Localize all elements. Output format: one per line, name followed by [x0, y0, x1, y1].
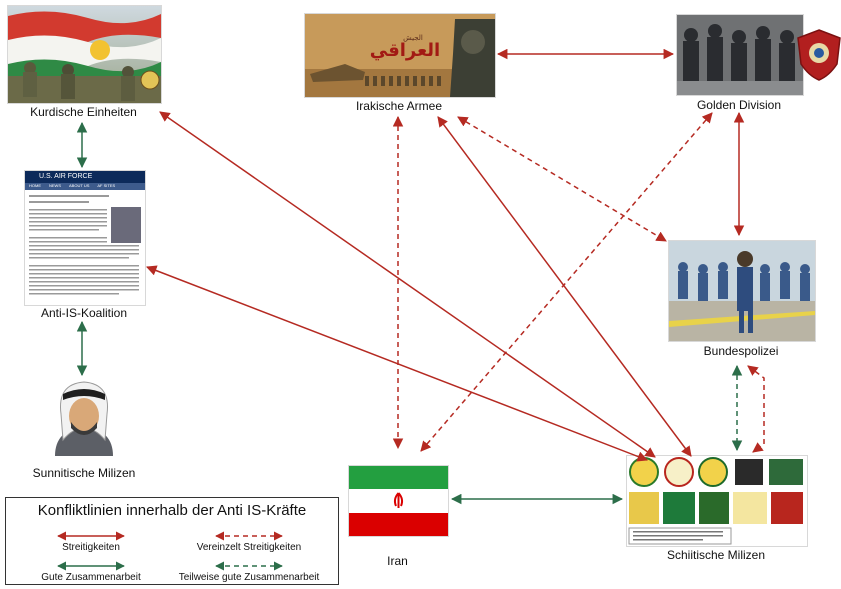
portrait-photo	[111, 207, 141, 243]
iraqi-army-image: الجيش العراقي	[304, 13, 496, 98]
legend-title: Konfliktlinien innerhalb der Anti IS-Krä…	[37, 502, 307, 519]
golden-division-image	[676, 14, 804, 96]
web-nav-item: ABOUT US	[69, 183, 90, 188]
arrow-army-shia	[437, 116, 692, 457]
legend-label-conflict: Streitigkeiten	[62, 542, 120, 553]
legend-swatches	[57, 531, 283, 571]
legend-label-occasional-conflict: Vereinzelt Streitigkeiten	[196, 542, 302, 553]
legend-label-partial-cooperation: Teilweise gute Zusammenarbeit	[178, 572, 320, 583]
sunni-militia-image	[43, 378, 125, 458]
legend-box: Konfliktlinien innerhalb der Anti IS-Krä…	[5, 497, 339, 585]
shia-militias-image	[626, 455, 808, 547]
militia-emblems-grid	[628, 457, 803, 545]
air-force-header: U.S. AIR FORCE	[39, 173, 93, 180]
web-nav-item: HOME	[29, 183, 41, 188]
air-force-nav: HOME NEWS ABOUT US AF SITES	[29, 183, 115, 188]
web-nav-item: NEWS	[49, 183, 61, 188]
arrow-army-federal	[457, 116, 667, 242]
army-banner-small-text: الجيش	[403, 34, 423, 42]
sunni-militia-label: Sunnitische Milizen	[32, 466, 136, 480]
arrow-kurdish-shia	[159, 111, 656, 458]
kurdish-flag-soldiers-illustration	[8, 6, 161, 103]
anti-is-coalition-image: U.S. AIR FORCE HOME NEWS ABOUT US AF SIT…	[24, 170, 146, 306]
iran-flag-icon	[349, 466, 448, 536]
shield-icon	[797, 29, 841, 81]
iraqi-army-label: Irakische Armee	[355, 99, 443, 113]
federal-police-label: Bundespolizei	[703, 344, 779, 358]
legend-label-cooperation: Gute Zusammenarbeit	[41, 572, 141, 583]
iran-flag-image	[348, 465, 449, 537]
army-banner-title: العراقي	[370, 40, 440, 61]
sheikh-avatar-icon	[55, 381, 113, 456]
anti-is-coalition-label: Anti-IS-Koalition	[40, 306, 128, 320]
iran-label: Iran	[387, 554, 408, 568]
arrow-federal-shia-dashed-red	[747, 365, 765, 453]
golden-division-label: Golden Division	[696, 98, 782, 112]
shia-militias-label: Schiitische Milizen	[666, 548, 766, 562]
iraqi-army-banner-illustration: الجيش العراقي	[305, 14, 495, 97]
special-forces-illustration	[677, 15, 803, 95]
golden-division-emblem	[796, 28, 841, 87]
arrow-golden-iran	[420, 112, 713, 452]
kurdish-units-image	[7, 5, 162, 104]
webpage-text-lines	[29, 195, 139, 295]
kurdish-units-label: Kurdische Einheiten	[30, 105, 137, 119]
web-nav-item: AF SITES	[97, 183, 116, 188]
